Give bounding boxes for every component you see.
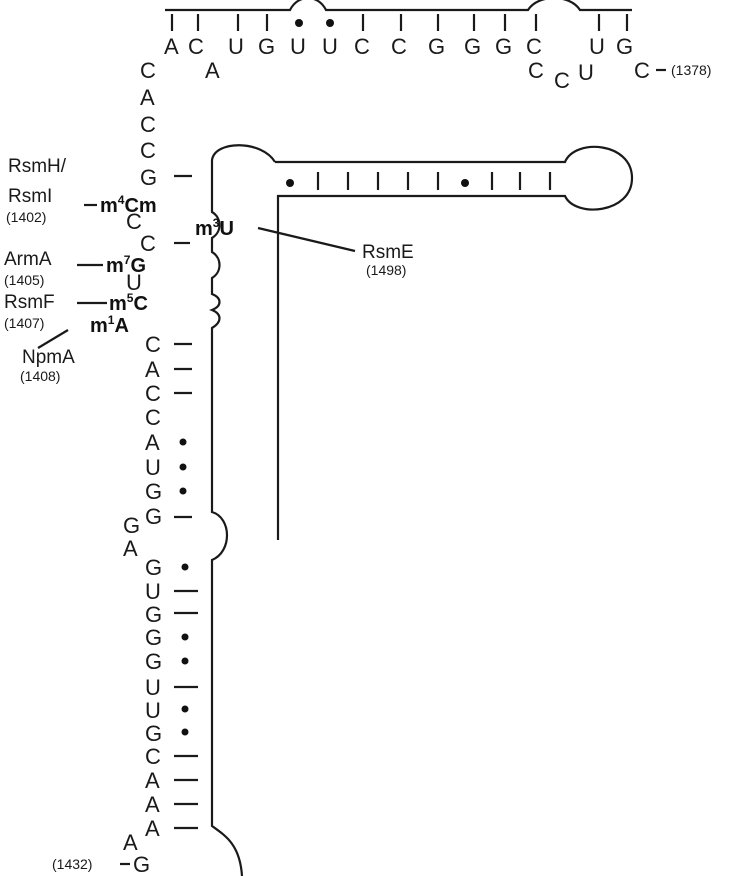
svg-text:m5C: m5C bbox=[109, 291, 148, 315]
top-nt: C bbox=[391, 34, 407, 59]
position-1405: (1405) bbox=[4, 272, 44, 288]
left-nt: G bbox=[145, 504, 162, 529]
svg-text:m4Cm: m4Cm bbox=[100, 193, 157, 217]
left-strand-upper: C A C C G bbox=[140, 58, 157, 190]
stem-wobble-dot-1 bbox=[286, 179, 294, 187]
position-1408: (1408) bbox=[20, 368, 60, 384]
bulge-a-lower: A bbox=[123, 536, 138, 561]
left-nt: A bbox=[145, 816, 160, 841]
left-nt: G bbox=[145, 625, 162, 650]
loop-nt: U bbox=[578, 60, 594, 85]
position-1402: (1402) bbox=[6, 209, 46, 225]
svg-text:m1A: m1A bbox=[90, 313, 129, 337]
svg-text:m3U: m3U bbox=[195, 216, 234, 240]
left-nt: C bbox=[140, 58, 156, 83]
top-nt: U bbox=[290, 34, 306, 59]
mod-m1a: m1A bbox=[90, 313, 129, 337]
left-strand-bottom: G U G G G U U G C A A A bbox=[145, 555, 162, 841]
left-nt: U bbox=[145, 698, 161, 723]
left-nt: C bbox=[140, 138, 156, 163]
top-nt: G bbox=[428, 34, 445, 59]
left-nt: C bbox=[145, 332, 161, 357]
enzyme-npma: NpmA bbox=[22, 347, 75, 368]
left-nt: G bbox=[145, 555, 162, 580]
left-strand-mid: C C U bbox=[126, 209, 156, 295]
mod-m3u: m3U bbox=[195, 216, 234, 240]
left-nt: G bbox=[145, 602, 162, 627]
left-strand-lower: C A C C A U G G bbox=[145, 332, 162, 529]
top-nt: G bbox=[464, 34, 481, 59]
left-nt: C bbox=[145, 744, 161, 769]
top-nt: A bbox=[164, 34, 179, 59]
right-backbone bbox=[275, 145, 634, 540]
top-nt: U bbox=[322, 34, 338, 59]
left-nt: U bbox=[145, 455, 161, 480]
mod-m7g: m7G bbox=[106, 253, 146, 277]
left-nt: U bbox=[145, 675, 161, 700]
left-nt: U bbox=[126, 270, 142, 295]
left-wobble-dots bbox=[179, 438, 189, 736]
end-a: A bbox=[123, 830, 138, 855]
rsme-leader bbox=[257, 226, 356, 253]
top-nt: C bbox=[188, 34, 204, 59]
bulge-g: G bbox=[123, 513, 140, 538]
left-nt: A bbox=[140, 85, 155, 110]
loop-nt: C bbox=[554, 68, 570, 93]
loop-nt: C bbox=[528, 58, 544, 83]
position-1498: (1498) bbox=[366, 262, 406, 278]
mod-m4cm: m4Cm bbox=[100, 193, 157, 217]
left-pair-ticks bbox=[174, 174, 198, 830]
left-nt: C bbox=[140, 231, 156, 256]
top-wobble-dot-2 bbox=[326, 19, 334, 27]
top-nt: C bbox=[354, 34, 370, 59]
left-backbone bbox=[209, 144, 276, 876]
top-pair-nt: U bbox=[589, 34, 605, 59]
top-nt: G bbox=[495, 34, 512, 59]
left-nt: A bbox=[145, 430, 160, 455]
top-pair-ticks bbox=[170, 14, 629, 31]
left-nt: A bbox=[145, 768, 160, 793]
top-strand-letters: A C U G U U C C G G G C bbox=[164, 34, 542, 59]
npma-leader bbox=[37, 329, 69, 349]
top-nt: G bbox=[258, 34, 275, 59]
top-wobble-dot-1 bbox=[295, 19, 303, 27]
top-strand-line bbox=[165, 0, 632, 12]
position-1432: (1432) bbox=[52, 856, 92, 872]
left-nt: C bbox=[140, 112, 156, 137]
end-g: G bbox=[133, 852, 150, 876]
enzyme-rsmi: RsmI bbox=[8, 186, 52, 207]
top-nt: C bbox=[526, 34, 542, 59]
left-nt: A bbox=[145, 357, 160, 382]
svg-text:m7G: m7G bbox=[106, 253, 146, 277]
top-pair-nt: G bbox=[616, 34, 633, 59]
stem-pair-ticks bbox=[316, 172, 552, 190]
left-nt: U bbox=[145, 579, 161, 604]
left-nt: C bbox=[145, 405, 161, 430]
left-nt: G bbox=[145, 479, 162, 504]
left-nt: C bbox=[145, 381, 161, 406]
top-nt: U bbox=[228, 34, 244, 59]
enzyme-rsmf: RsmF bbox=[4, 292, 55, 313]
left-nt: G bbox=[145, 721, 162, 746]
left-nt: G bbox=[140, 165, 157, 190]
left-nt: C bbox=[126, 209, 142, 234]
enzyme-rsmh: RsmH/ bbox=[8, 156, 67, 177]
top-c: C bbox=[634, 58, 650, 83]
mod-m5c: m5C bbox=[109, 291, 148, 315]
position-1378: (1378) bbox=[671, 62, 711, 78]
bulge-a: A bbox=[205, 58, 220, 83]
left-nt: G bbox=[145, 649, 162, 674]
enzyme-rsme: RsmE bbox=[362, 242, 414, 263]
left-nt: A bbox=[145, 792, 160, 817]
enzyme-arma: ArmA bbox=[4, 249, 52, 270]
position-1407: (1407) bbox=[4, 315, 44, 331]
stem-wobble-dot-2 bbox=[461, 179, 469, 187]
